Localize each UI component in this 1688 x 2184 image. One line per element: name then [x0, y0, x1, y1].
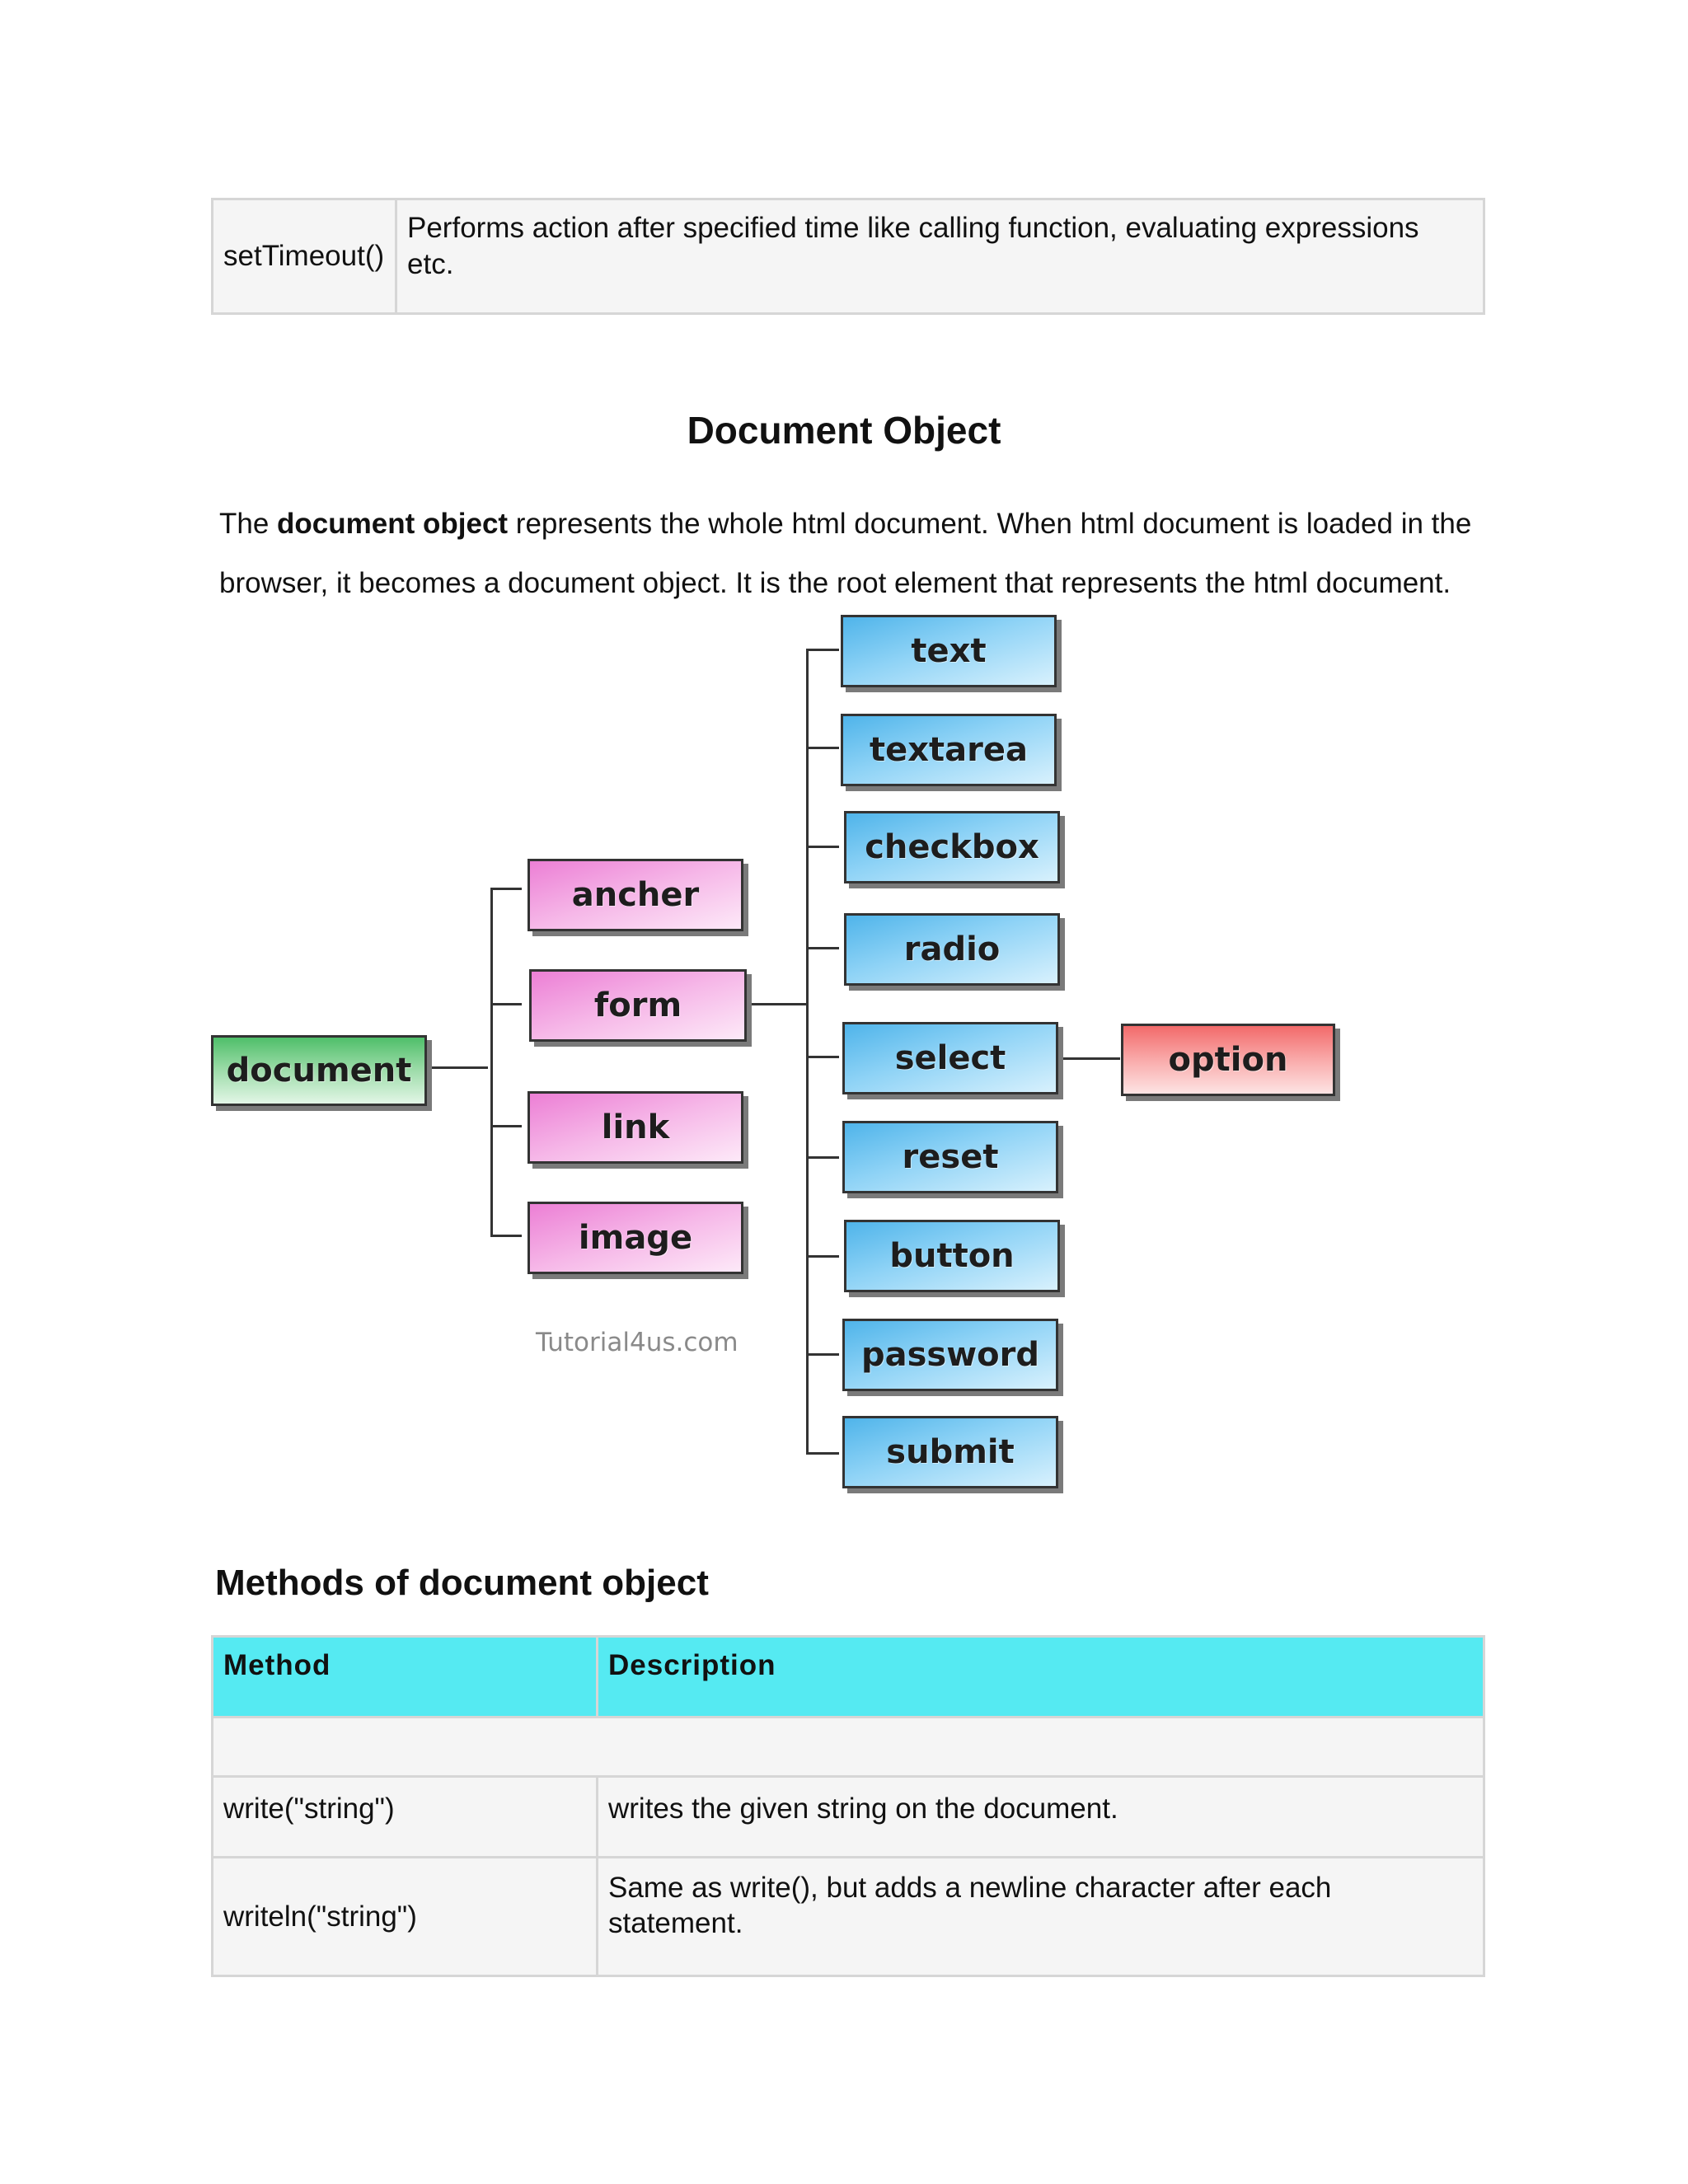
method-cell: setTimeout(): [211, 198, 397, 315]
method-cell: write("string"): [211, 1775, 598, 1858]
table-row: [211, 1716, 1485, 1778]
column-header-description: Description: [596, 1635, 1485, 1718]
paragraph-line-1: The document object represents the whole…: [219, 508, 1471, 541]
connector-line: [806, 1056, 839, 1058]
node-radio: radio: [844, 913, 1060, 986]
node-select: select: [842, 1022, 1058, 1094]
description-cell: Performs action after specified time lik…: [395, 198, 1485, 315]
connector-line: [806, 649, 809, 1453]
connector-line: [806, 649, 839, 651]
connector-line: [490, 888, 493, 1236]
connector-line: [806, 1452, 839, 1455]
node-textarea: textarea: [841, 714, 1057, 786]
table-row: writeln("string") Same as write(), but a…: [211, 1856, 1485, 1977]
bold-term: document object: [277, 508, 509, 540]
connector-line: [427, 1066, 488, 1069]
methods-table: Method Description write("string") write…: [211, 1635, 1485, 1977]
node-reset: reset: [842, 1121, 1058, 1193]
node-text: text: [841, 615, 1057, 687]
connector-line: [490, 1235, 522, 1237]
connector-line: [806, 747, 839, 749]
connector-line: [806, 1255, 839, 1258]
connector-line: [806, 1353, 839, 1356]
connector-line: [806, 947, 839, 949]
empty-cell: [211, 1716, 1485, 1778]
methods-title: Methods of document object: [215, 1563, 709, 1603]
node-submit: submit: [842, 1416, 1058, 1488]
section-title: Document Object: [687, 409, 1001, 452]
node-link: link: [528, 1091, 743, 1164]
watermark: Tutorial4us.com: [536, 1328, 738, 1357]
node-ancher: ancher: [528, 859, 743, 931]
node-button: button: [844, 1220, 1060, 1292]
connector-line: [748, 1003, 806, 1005]
connector-line: [490, 888, 522, 890]
window-methods-table: setTimeout() Performs action after speci…: [211, 198, 1485, 315]
connector-line: [1057, 1057, 1120, 1060]
connector-line: [806, 1156, 839, 1159]
connector-line: [490, 1125, 522, 1127]
column-header-method: Method: [211, 1635, 598, 1718]
node-form: form: [529, 969, 747, 1042]
connector-line: [806, 846, 839, 848]
method-cell: writeln("string"): [211, 1856, 598, 1977]
description-cell: writes the given string on the document.: [596, 1775, 1485, 1858]
table-header-row: Method Description: [211, 1635, 1485, 1718]
node-password: password: [842, 1319, 1058, 1391]
paragraph-prefix: The: [219, 508, 278, 540]
table-row: write("string") writes the given string …: [211, 1775, 1485, 1858]
table-row: setTimeout() Performs action after speci…: [211, 198, 1485, 315]
node-option: option: [1121, 1024, 1335, 1096]
node-document: document: [211, 1035, 427, 1106]
paragraph-line-1-rest: represents the whole html document. When…: [508, 508, 1472, 540]
node-image: image: [528, 1202, 743, 1274]
node-checkbox: checkbox: [844, 811, 1060, 883]
description-cell: Same as write(), but adds a newline char…: [596, 1856, 1485, 1977]
paragraph-line-2: browser, it becomes a document object. I…: [219, 567, 1451, 599]
connector-line: [490, 1003, 522, 1005]
